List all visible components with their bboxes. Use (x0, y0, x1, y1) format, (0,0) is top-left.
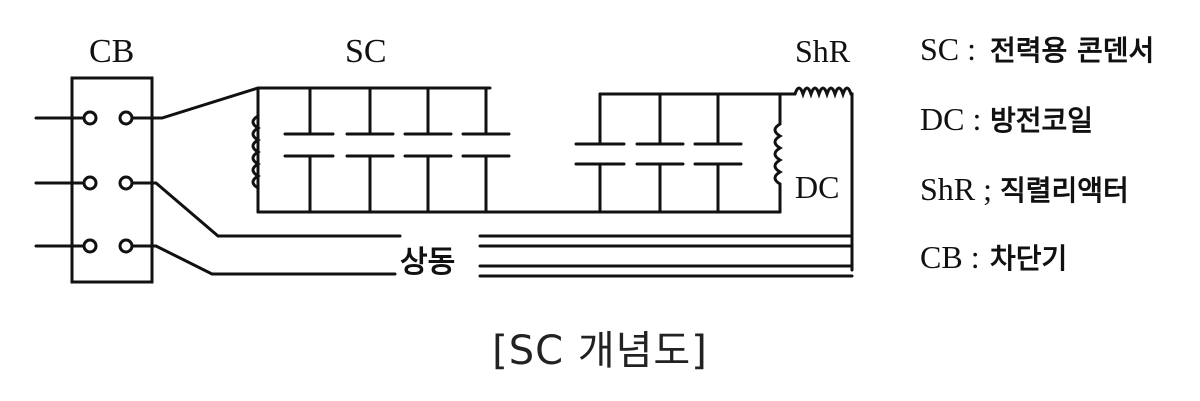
legend-abbr-shr: ShR ; (920, 171, 992, 207)
output-line-1 (130, 86, 260, 120)
cb-contact (82, 175, 98, 191)
legend-abbr-sc: SC : (920, 31, 976, 67)
figure-caption: [SC 개념도] (492, 328, 708, 374)
legend: SC : 전력용 콘덴서 DC : 방전코일 ShR ; 직렬리액터 CB : … (920, 31, 1154, 275)
output-line-2 (130, 181, 402, 238)
discharge-coil-left (251, 114, 261, 190)
cb-contact (82, 238, 98, 254)
shr-label: ShR (795, 33, 851, 69)
cb-label: CB (89, 33, 134, 70)
sc-label: SC (345, 33, 387, 70)
dc-label: DC (795, 169, 839, 205)
legend-abbr-dc: DC : (920, 101, 981, 137)
cb-contact (118, 175, 134, 191)
cb-contact (118, 238, 134, 254)
cb-contact (118, 110, 134, 126)
cb-contact (82, 110, 98, 126)
legend-desc-dc: 방전코일 (990, 104, 1093, 137)
legend-abbr-cb: CB : (920, 239, 980, 275)
series-reactor-coil (793, 86, 854, 272)
output-line-3 (130, 244, 397, 276)
sangdong-label: 상동 (400, 245, 455, 280)
capacitor-bank-left (283, 86, 511, 214)
legend-desc-cb: 차단기 (990, 242, 1067, 275)
legend-desc-sc: 전력용 콘덴서 (990, 34, 1154, 67)
circuit-breaker-box (70, 76, 154, 284)
capacitor-bank-right (574, 92, 743, 214)
discharge-coil-right (773, 122, 783, 186)
legend-desc-shr: 직렬리액터 (1000, 174, 1129, 207)
